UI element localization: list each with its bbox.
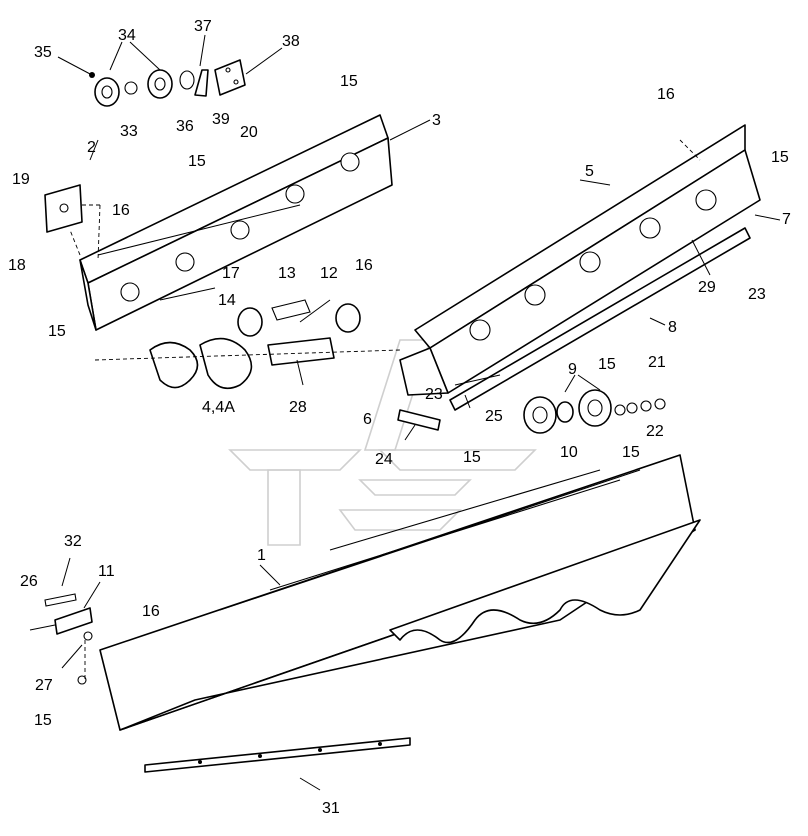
- callout-11: 11: [98, 563, 115, 580]
- callout-29: 29: [698, 279, 716, 296]
- rail-8: [449, 227, 751, 411]
- callout-16d: 16: [142, 603, 160, 620]
- callout-32: 32: [64, 533, 82, 550]
- callouts: 1 2 3 4,4A 5 6 7 8 9 10 11 12 13 14 15 1…: [8, 18, 791, 817]
- callout-18: 18: [8, 257, 26, 274]
- callout-10: 10: [560, 444, 578, 461]
- callout-3: 3: [432, 112, 441, 129]
- callout-4-4a: 4,4A: [202, 399, 235, 416]
- callout-15h: 15: [34, 712, 52, 729]
- left-hardware: [29, 593, 93, 685]
- callout-21: 21: [648, 354, 666, 371]
- callout-20: 20: [240, 124, 258, 141]
- callout-13: 13: [278, 265, 296, 282]
- callout-39: 39: [212, 111, 230, 128]
- callout-16c: 16: [657, 86, 675, 103]
- callout-22: 22: [646, 423, 664, 440]
- callout-26: 26: [20, 573, 38, 590]
- callout-27: 27: [35, 677, 53, 694]
- bracket-6: [397, 374, 501, 441]
- beam-3: [69, 114, 393, 331]
- callout-12: 12: [320, 265, 338, 282]
- callout-9: 9: [568, 361, 577, 378]
- callout-1: 1: [257, 547, 266, 564]
- callout-15c: 15: [48, 323, 66, 340]
- callout-36: 36: [176, 118, 194, 135]
- callout-34: 34: [118, 27, 136, 44]
- callout-15e: 15: [598, 356, 616, 373]
- callout-25: 25: [485, 408, 503, 425]
- housing-5-7: [399, 124, 761, 396]
- callout-15f: 15: [622, 444, 640, 461]
- auger-4: [94, 287, 401, 390]
- callout-5: 5: [585, 163, 594, 180]
- callout-2: 2: [87, 139, 96, 156]
- callout-8: 8: [668, 319, 677, 336]
- callout-23b: 23: [748, 286, 766, 303]
- callout-15g: 15: [463, 449, 481, 466]
- leader-lines: [57, 34, 781, 791]
- callout-37: 37: [194, 18, 212, 35]
- plate-2: [44, 184, 101, 261]
- watermark-logo: [228, 339, 537, 546]
- callout-17: 17: [222, 265, 240, 282]
- callout-16b: 16: [355, 257, 373, 274]
- callout-15a: 15: [340, 73, 358, 90]
- callout-33: 33: [120, 123, 138, 140]
- trough-1: [99, 454, 701, 731]
- callout-38: 38: [282, 33, 300, 50]
- callout-15b: 15: [188, 153, 206, 170]
- callout-16a: 16: [112, 202, 130, 219]
- callout-35: 35: [34, 44, 52, 61]
- callout-24: 24: [375, 451, 393, 468]
- callout-28: 28: [289, 399, 307, 416]
- strip-31: [144, 737, 411, 773]
- callout-6: 6: [363, 411, 372, 428]
- callout-15d: 15: [771, 149, 789, 166]
- callout-31: 31: [322, 800, 340, 817]
- bearing-cluster-right: [523, 389, 666, 434]
- callout-7: 7: [782, 211, 791, 228]
- bearing-cluster-top: [89, 59, 246, 107]
- callout-23a: 23: [425, 386, 443, 403]
- callout-14: 14: [218, 292, 236, 309]
- callout-19: 19: [12, 171, 30, 188]
